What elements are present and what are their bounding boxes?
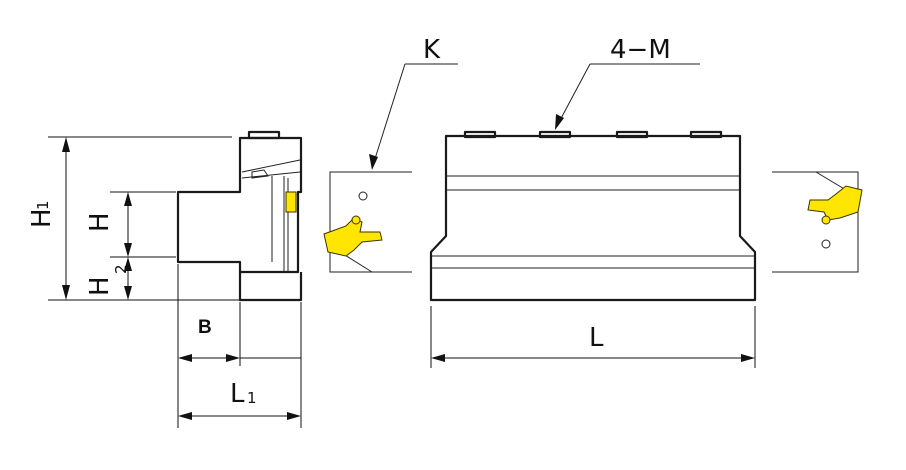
dimension-l: L	[430, 306, 756, 368]
label-h: H	[85, 212, 115, 232]
leader-m: 4−M	[555, 35, 700, 130]
label-h1: H	[27, 208, 57, 228]
label-h2-sub: 2	[112, 264, 130, 274]
dimension-b: B	[177, 264, 302, 428]
dimension-h: H	[85, 191, 176, 258]
end-view-jaw	[241, 159, 301, 179]
dimension-h1: H 1	[27, 136, 240, 301]
label-l: L	[589, 323, 604, 353]
label-l1: L	[230, 379, 245, 409]
end-view-outline	[176, 136, 303, 302]
label-l1-sub: 1	[247, 389, 257, 407]
screw-head-2	[538, 130, 572, 139]
screw-head-1	[463, 130, 497, 139]
blade-left-outline	[329, 171, 412, 273]
label-k: K	[423, 35, 441, 65]
blade-right-outline	[772, 171, 859, 273]
blade-right	[772, 171, 863, 273]
dimension-h2: H 2	[85, 257, 132, 300]
end-view	[176, 130, 303, 302]
blade-left-insert	[323, 217, 383, 257]
blade-left	[323, 171, 412, 273]
label-h1-sub: 1	[34, 200, 52, 210]
screw-head-3	[615, 130, 649, 139]
label-h2: H	[85, 276, 115, 296]
leader-k: K	[369, 35, 458, 170]
main-block	[429, 130, 757, 302]
screw-head-4	[689, 130, 723, 139]
blade-right-insert	[807, 185, 863, 221]
end-view-insert	[285, 191, 297, 213]
end-view-slot	[271, 176, 289, 272]
label-b: B	[198, 317, 212, 338]
end-view-top-cap	[247, 130, 281, 140]
label-m: 4−M	[610, 35, 671, 65]
dimension-l1: L 1	[178, 379, 301, 420]
main-block-outline	[429, 134, 757, 302]
